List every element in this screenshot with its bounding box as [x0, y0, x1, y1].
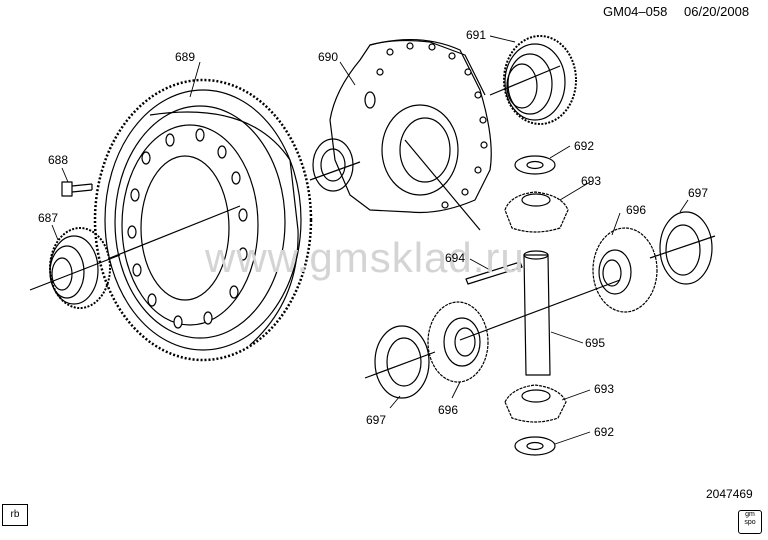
callout-694: 694	[444, 251, 466, 265]
pinion-gear-bottom	[504, 384, 567, 423]
callout-688: 688	[47, 153, 69, 167]
logo-line-1: gm	[745, 511, 755, 518]
callout-696-right: 696	[625, 203, 647, 217]
callout-697-right: 697	[687, 186, 709, 200]
callout-687: 687	[37, 211, 59, 225]
callout-693-top: 693	[580, 174, 602, 188]
case-bearing-left	[29, 227, 121, 309]
side-gear-washer-right	[649, 211, 716, 285]
ring-gear	[93, 78, 313, 362]
publisher-logo: gm spo	[738, 510, 762, 534]
side-gear-right	[592, 227, 658, 313]
diagram-date: 06/20/2008	[684, 4, 750, 19]
callout-689: 689	[174, 50, 196, 64]
callout-693-bottom: 693	[593, 382, 615, 396]
pinion-washer-bottom	[514, 436, 556, 456]
differential-case	[309, 38, 492, 231]
callout-leaders	[51, 35, 689, 445]
callout-690: 690	[317, 50, 339, 64]
callout-692-bottom: 692	[593, 425, 615, 439]
illustration-number: 2047469	[706, 487, 753, 501]
side-gear-washer-left	[364, 325, 436, 399]
shaft-lock-pin	[465, 261, 523, 285]
side-gear-left	[427, 301, 489, 383]
callout-692-top: 692	[573, 139, 595, 153]
callout-691: 691	[465, 28, 487, 42]
watermark-text: www.gmsklad.ru	[205, 234, 525, 281]
callout-697-left: 697	[365, 413, 387, 427]
pinion-gear-top	[504, 191, 569, 233]
case-bearing-right	[489, 35, 577, 125]
diagram-code: GM04–058	[603, 4, 668, 19]
callout-695: 695	[584, 336, 606, 350]
callout-696-left: 696	[437, 403, 459, 417]
corner-tag: rb	[2, 504, 28, 526]
logo-line-2: spo	[744, 519, 756, 526]
ring-gear-bolt	[61, 181, 93, 197]
pinion-washer-top	[514, 155, 556, 175]
